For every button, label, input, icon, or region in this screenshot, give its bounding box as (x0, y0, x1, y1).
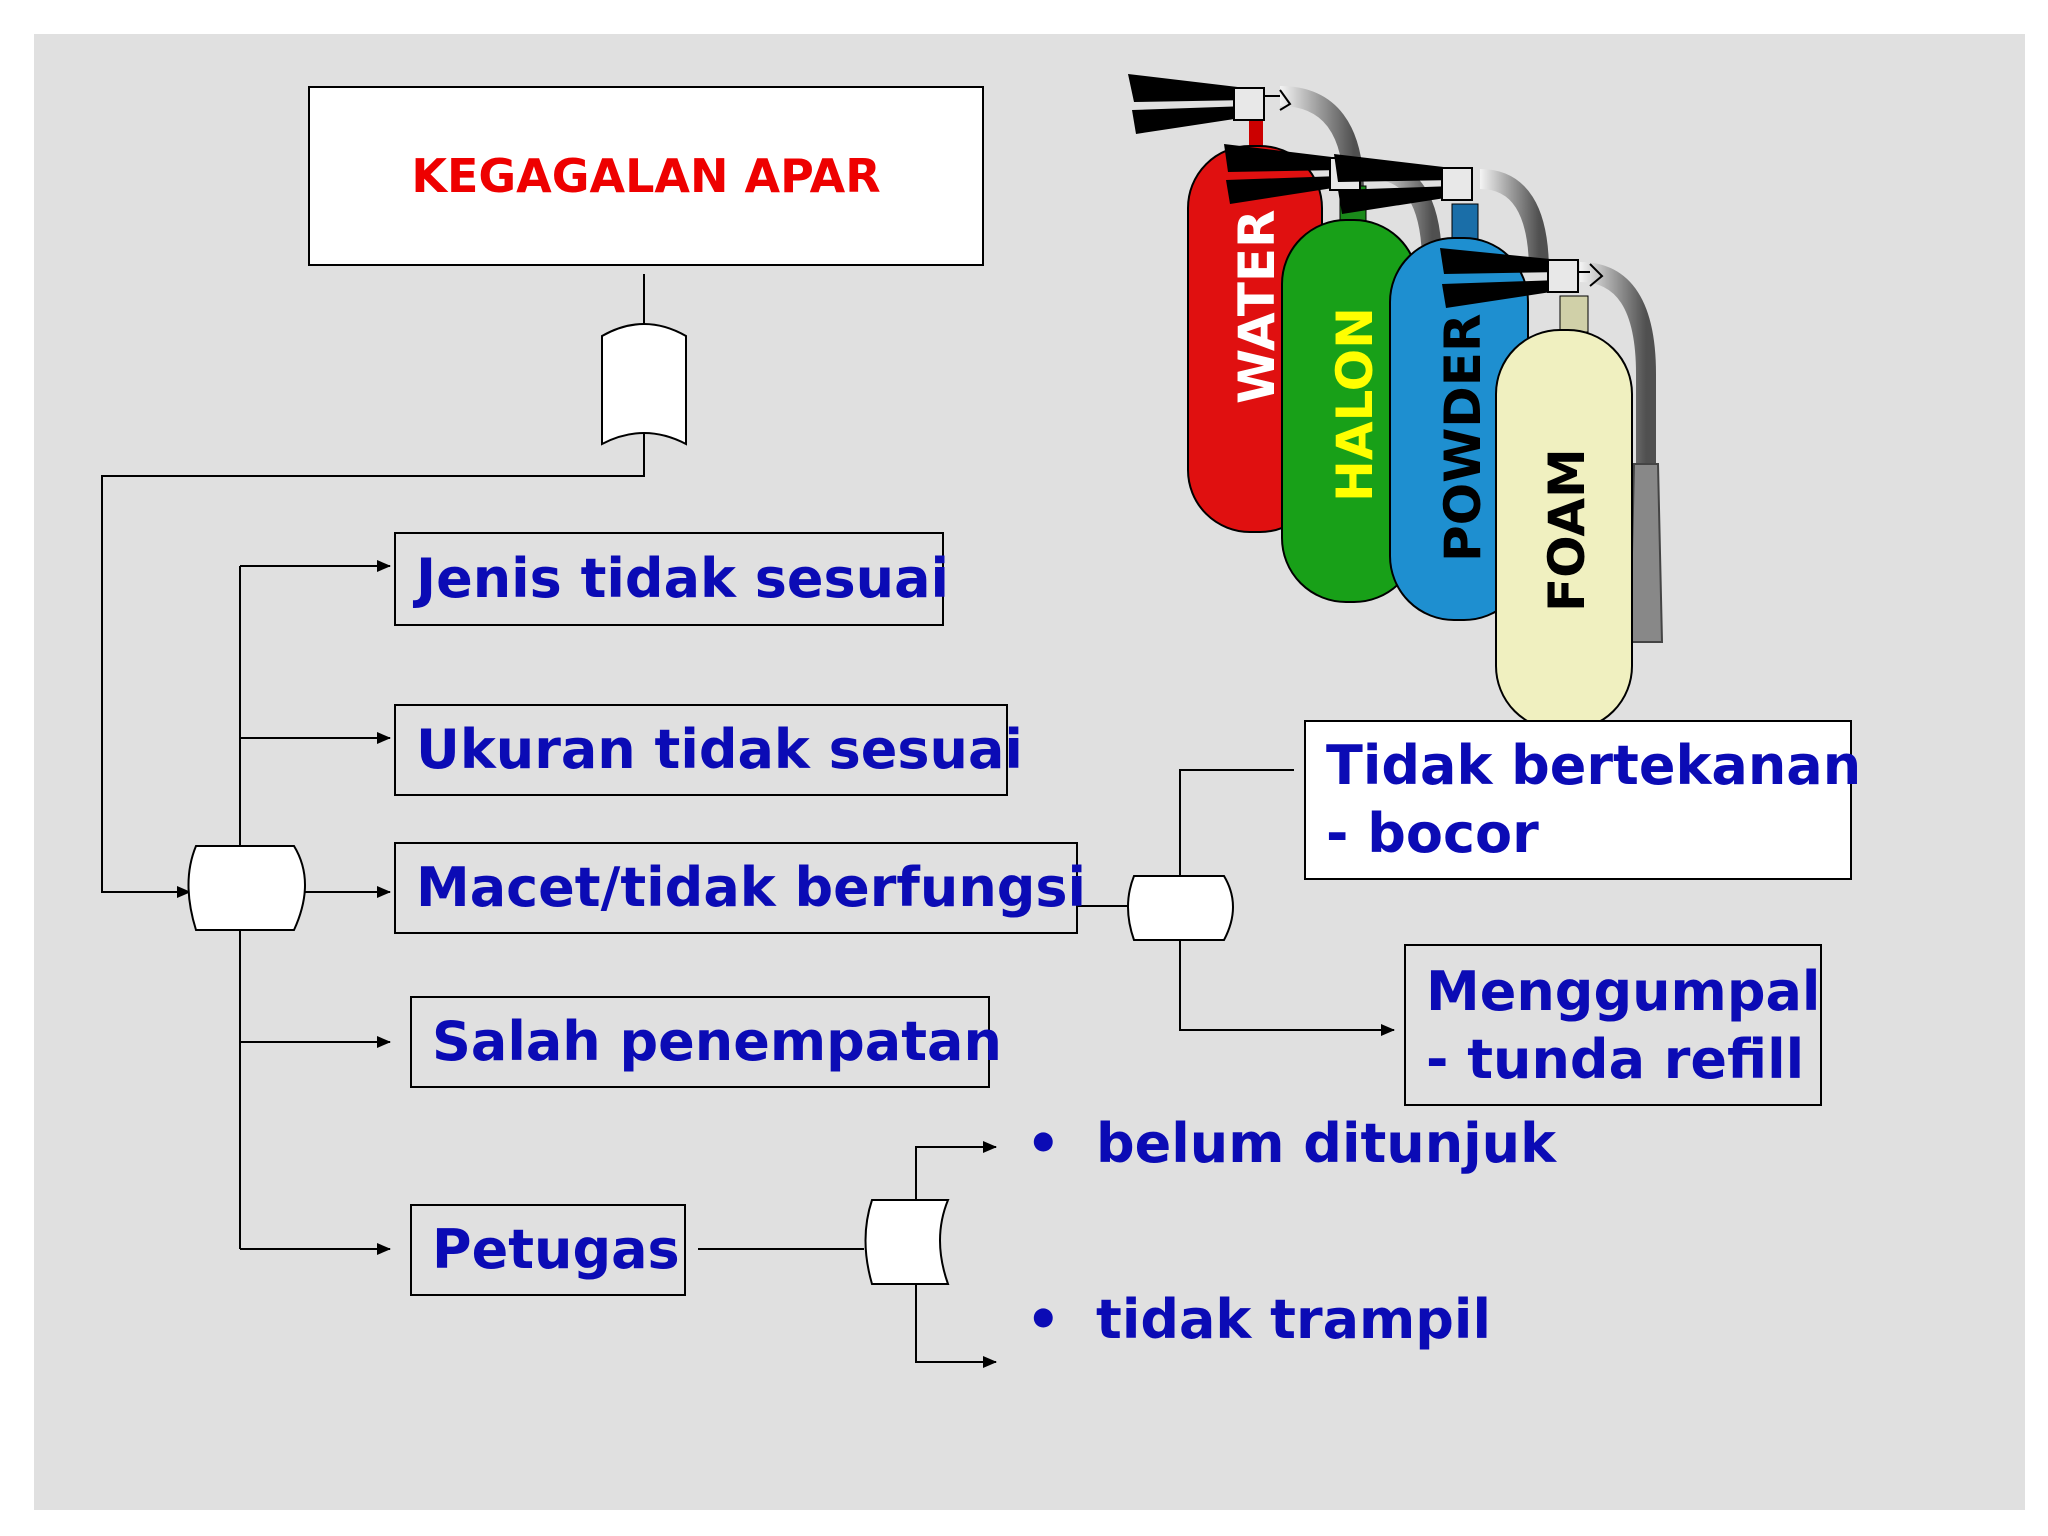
slide: WATER HALON POWDER FOAM KEGAGALAN APAR J… (34, 34, 2025, 1510)
or-gate-petugas (864, 1199, 950, 1285)
label-powder: POWDER (1434, 314, 1492, 562)
hose-powder (1479, 169, 1549, 273)
cause-box-jenis: Jenis tidak sesuai (394, 532, 949, 626)
box-tidak-bertekanan: Tidak bertekanan - bocor (1304, 720, 1862, 880)
cause-box-salah: Salah penempatan (410, 996, 1002, 1088)
text-tidak-trampil: tidak trampil (1096, 1288, 1491, 1351)
bullet-dot: • (1026, 1112, 1061, 1175)
arrow-belum-ditunjuk (915, 1141, 997, 1200)
label-water: WATER (1228, 210, 1286, 404)
or-gate-main (187, 845, 306, 931)
fire-extinguishers-illustration: WATER HALON POWDER FOAM (1128, 74, 1664, 731)
cause-box-petugas: Petugas (410, 1204, 686, 1296)
hose-nozzle (1628, 463, 1664, 643)
handle-powder (1334, 154, 1456, 182)
cause-box-macet: Macet/tidak berfungsi (394, 842, 1086, 934)
handle-water (1128, 74, 1250, 102)
text-tunda-refill: - tunda refill (1426, 1028, 1805, 1091)
title-text: KEGAGALAN APAR (411, 149, 881, 203)
text-belum-ditunjuk: belum ditunjuk (1096, 1112, 1557, 1175)
cause-box-ukuran: Ukuran tidak sesuai (394, 704, 1023, 796)
label-foam: FOAM (1538, 448, 1596, 612)
hose-foam (1579, 262, 1656, 474)
handle-halon (1224, 144, 1344, 172)
text-bocor: - bocor (1326, 802, 1539, 865)
connector-tidak-bertekanan (1179, 769, 1294, 876)
diagram-connectors: WATER HALON POWDER FOAM (101, 74, 1664, 1368)
label-halon: HALON (1326, 307, 1384, 502)
text-menggumpal: Menggumpal (1426, 960, 1821, 1023)
bullet-dot: • (1026, 1288, 1061, 1351)
cause-text-jenis: Jenis tidak sesuai (416, 547, 950, 610)
or-gate-top (601, 323, 687, 446)
arrow-menggumpal (1179, 940, 1395, 1036)
bullet-tidak-trampil: • tidak trampil (1026, 1288, 1491, 1351)
main-connector (101, 434, 645, 898)
cause-text-petugas: Petugas (432, 1218, 680, 1281)
handle-foam (1440, 248, 1564, 274)
text-tidak-bertekanan: Tidak bertekanan (1326, 734, 1862, 797)
bullet-belum-ditunjuk: • belum ditunjuk (1026, 1112, 1556, 1175)
or-gate-macet (1127, 875, 1234, 941)
title-box: KEGAGALAN APAR (308, 86, 984, 266)
box-menggumpal: Menggumpal - tunda refill (1404, 944, 1822, 1106)
cause-text-macet: Macet/tidak berfungsi (416, 856, 1087, 919)
arrow-tidak-trampil (915, 1284, 997, 1368)
cause-text-ukuran: Ukuran tidak sesuai (416, 718, 1023, 781)
cause-text-salah: Salah penempatan (432, 1010, 1002, 1073)
